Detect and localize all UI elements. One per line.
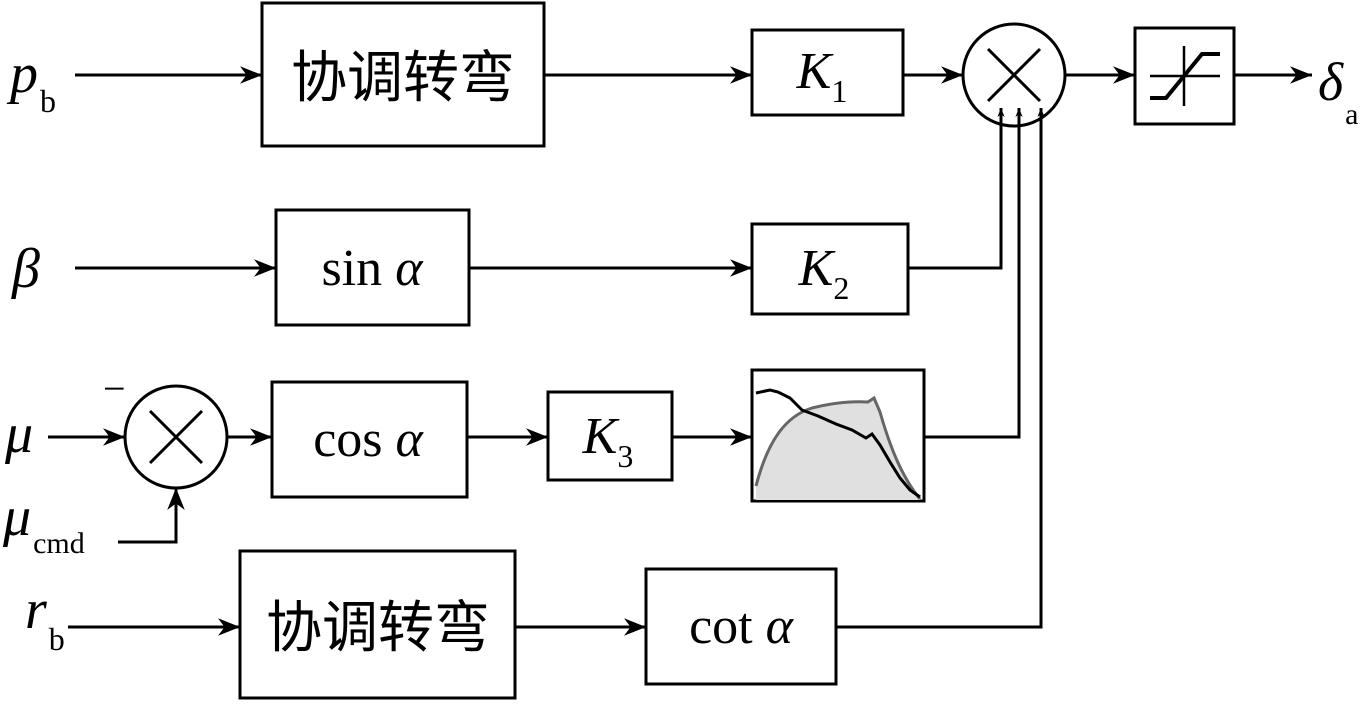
input-beta-label: β [11,238,40,300]
input-p-label: pb [6,43,56,119]
multiply-junction-icon [961,22,1067,128]
cos-alpha-label: cos α [313,411,424,468]
coordinated-turn-label-bottom: 协调转弯 [266,596,490,661]
gain-k1-label: K1 [796,43,848,109]
cot-alpha-label: cot α [689,598,795,655]
output-delta-label: δa [1318,52,1358,131]
nonlinear-curve-icon [754,388,922,500]
multiply-junction-icon-mu [123,384,229,490]
arrow-mu-cmd-to-sum [118,488,185,544]
input-r-label: rb [25,579,65,657]
arrow-k2-to-multiplier [908,108,1005,270]
sin-alpha-label: sin α [322,240,425,297]
input-mu-label: μ [4,403,33,465]
gain-k1-block [750,28,905,117]
coordinated-turn-block-bottom [238,549,517,700]
input-mu-cmd-label: μcmd [2,486,85,560]
arrow-curve-to-multiplier [924,108,1023,439]
minus-sign-label: − [103,366,126,411]
arrow-cot-to-multiplier [836,108,1045,629]
cos-alpha-block [270,380,469,499]
gain-k2-block [750,222,910,316]
gain-k3-label: K3 [582,408,634,474]
saturation-limiter-icon [1150,46,1220,106]
gain-k2-label: K2 [798,240,850,306]
gain-k3-block [546,390,674,482]
sin-alpha-block [274,208,471,327]
coordinated-turn-label-top: 协调转弯 [291,46,515,111]
cot-alpha-block [644,567,838,686]
